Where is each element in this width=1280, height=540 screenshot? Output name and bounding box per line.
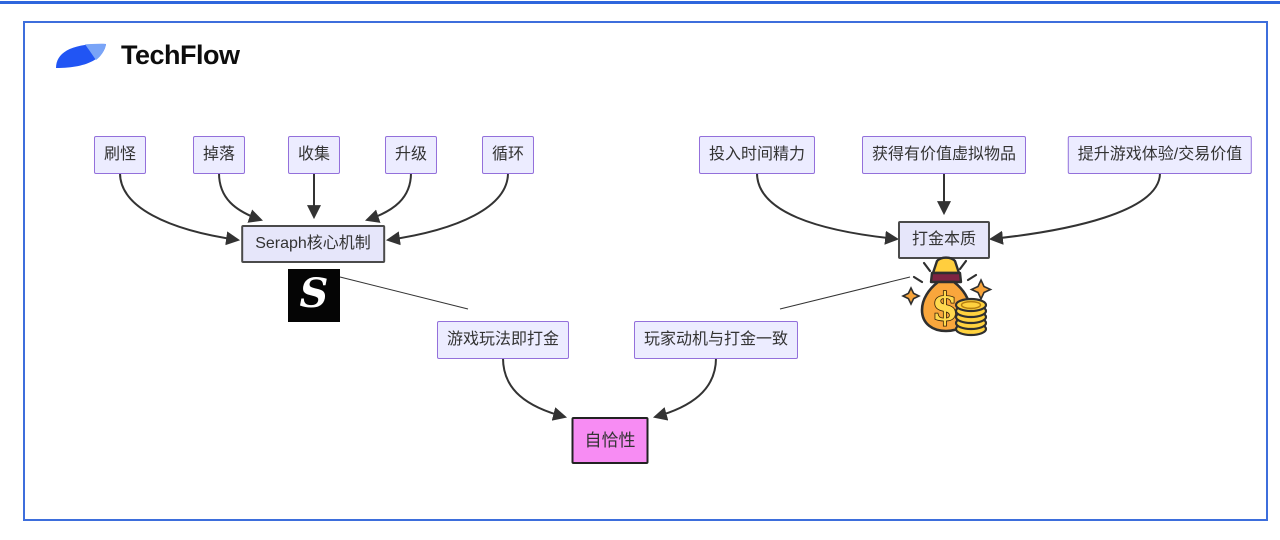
node-obtain-valuable-virtual-items: 获得有价值虚拟物品 [861,136,1027,174]
money-bag-icon: $ [901,256,993,337]
node-gameplay-is-gold-farming: 游戏玩法即打金 [436,321,570,359]
node-farm-monsters: 刷怪 [93,136,147,174]
node-upgrade: 升级 [384,136,438,174]
coin-stack [954,297,988,337]
node-loop: 循环 [481,136,535,174]
sparkle-right [969,278,993,301]
sparkle-left [901,286,921,306]
techflow-leaf-icon [56,43,106,68]
dollar-sign: $ [932,284,958,329]
node-self-consistency: 自恰性 [571,417,649,464]
seraph-logo-letter: S [299,269,329,317]
node-player-motivation-aligned: 玩家动机与打金一致 [633,321,799,359]
seraph-logo-icon: S [288,269,340,322]
node-drops: 掉落 [192,136,246,174]
node-improve-experience-trade-value: 提升游戏体验/交易价值 [1067,136,1253,174]
brand-header: TechFlow [55,40,240,71]
node-collect: 收集 [287,136,341,174]
top-divider-rule [0,1,1280,4]
brand-name: TechFlow [121,40,240,70]
node-seraph-core-mechanism: Seraph核心机制 [241,225,385,263]
node-invest-time-effort: 投入时间精力 [698,136,816,174]
